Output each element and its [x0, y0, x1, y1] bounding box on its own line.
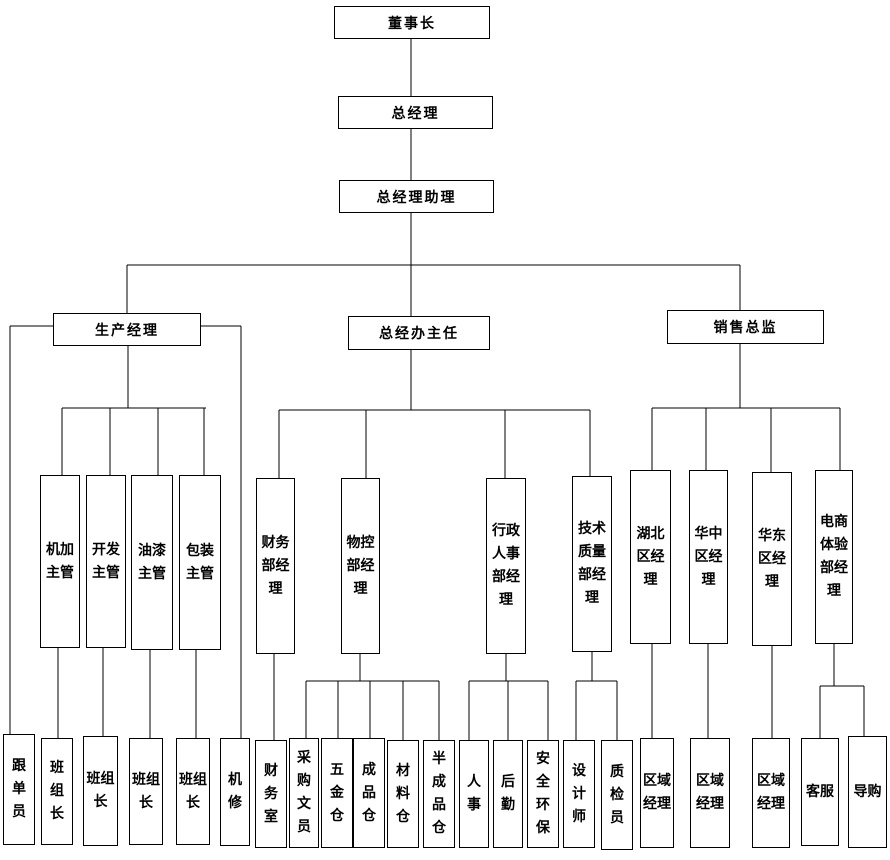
node-sales-director: 销售总监 — [667, 310, 824, 344]
node-material-control-manager: 物控部经理 — [341, 478, 380, 654]
node-central-china-manager: 华中区经理 — [689, 470, 728, 644]
node-finance-manager: 财务部经理 — [256, 478, 295, 654]
node-material-store: 材料仓 — [387, 740, 419, 848]
node-team-leader: 班组长 — [41, 738, 73, 845]
node-admin-hr-manager: 行政人事部经理 — [486, 478, 526, 654]
node-finance-office: 财务室 — [255, 740, 287, 848]
node-general-manager: 总经理 — [338, 96, 493, 129]
node-semi-finished-store: 半成品仓 — [423, 740, 455, 848]
node-finished-goods-store: 成品仓 — [353, 738, 385, 848]
node-designer: 设计师 — [563, 740, 595, 848]
node-shopping-guide: 导购 — [848, 736, 887, 848]
node-hardware-store: 五金仓 — [321, 738, 353, 848]
node-painting-supervisor: 油漆主管 — [131, 475, 173, 650]
node-production-manager: 生产经理 — [53, 313, 201, 346]
node-team-leader: 班组长 — [176, 738, 210, 845]
node-machine-repair: 机修 — [220, 738, 250, 846]
node-regional-manager: 区域经理 — [690, 738, 730, 848]
node-quality-inspector: 质检员 — [601, 740, 633, 850]
node-team-leader: 班组长 — [83, 736, 118, 846]
node-customer-service: 客服 — [801, 738, 839, 846]
node-gm-assistant: 总经理助理 — [339, 180, 494, 213]
node-safety-environment: 安全环保 — [527, 740, 559, 848]
node-regional-manager: 区域经理 — [640, 738, 674, 848]
node-east-china-manager: 华东区经理 — [752, 472, 792, 646]
node-personnel: 人事 — [459, 740, 489, 848]
node-development-supervisor: 开发主管 — [86, 475, 126, 648]
node-logistics: 后勤 — [493, 740, 523, 848]
node-purchasing-clerk: 采购文员 — [289, 738, 319, 848]
node-chairman: 董事长 — [334, 6, 490, 39]
node-office-director: 总经办主任 — [348, 316, 490, 350]
node-ecommerce-manager: 电商体验部经理 — [815, 470, 853, 644]
node-packaging-supervisor: 包装主管 — [179, 475, 221, 650]
node-machining-supervisor: 机加主管 — [40, 475, 80, 648]
node-tech-quality-manager: 技术质量部经理 — [572, 476, 612, 652]
node-regional-manager: 区域经理 — [752, 738, 790, 848]
node-hubei-manager: 湖北区经理 — [630, 470, 671, 644]
node-follow-up-clerk: 跟单员 — [3, 734, 35, 845]
node-team-leader: 班组长 — [129, 738, 163, 845]
